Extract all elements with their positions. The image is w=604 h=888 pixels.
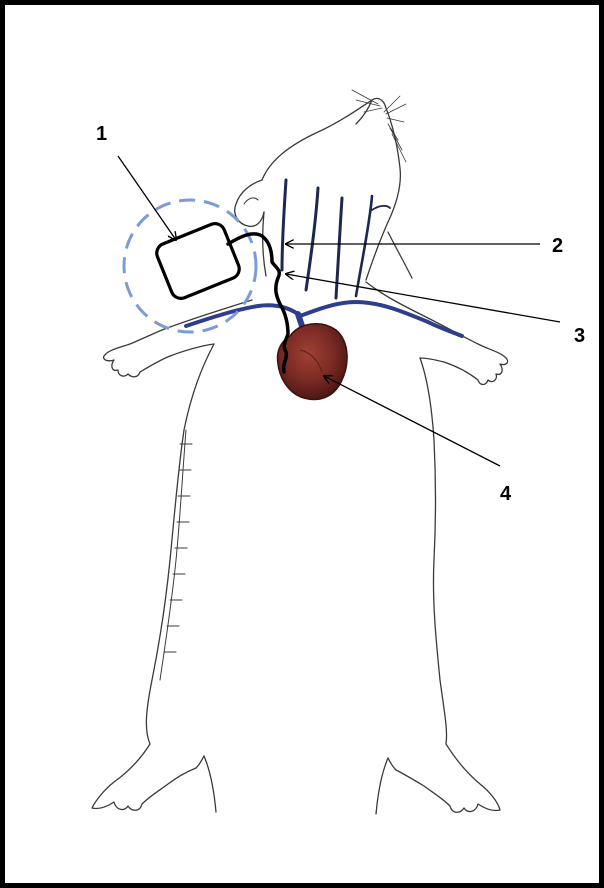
label-4: 4 <box>500 483 512 505</box>
label-2: 2 <box>552 235 563 257</box>
figure-border <box>3 3 602 886</box>
label-3: 3 <box>574 325 585 347</box>
label-1: 1 <box>96 123 107 145</box>
